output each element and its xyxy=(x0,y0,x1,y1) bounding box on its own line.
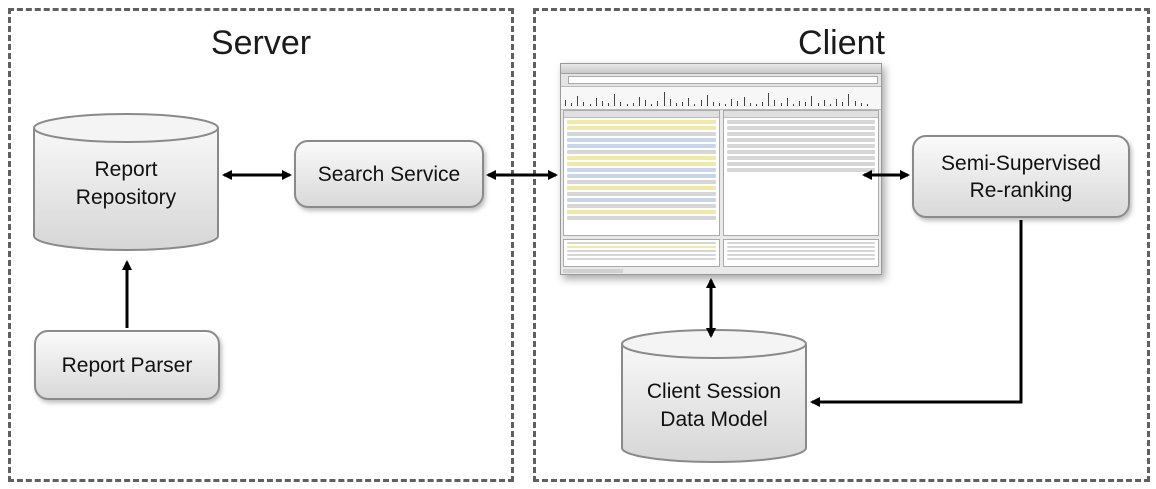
timeline-bar xyxy=(589,104,591,106)
timeline-bar xyxy=(866,104,868,106)
timeline-bar xyxy=(817,103,819,106)
timeline-bar xyxy=(669,99,671,106)
search-results-pane xyxy=(563,110,720,236)
timeline-bar xyxy=(688,98,690,106)
timeline-bar xyxy=(638,97,640,106)
cylinder-shape xyxy=(621,329,807,463)
report-parser-box: Report Parser xyxy=(34,330,220,400)
timeline-bar xyxy=(860,103,862,106)
status-bar xyxy=(563,269,623,273)
timeline-bar xyxy=(632,103,634,106)
cylinder-shape xyxy=(33,113,219,251)
timeline-bar xyxy=(743,97,745,106)
search-service-label: Search Service xyxy=(317,162,461,186)
timeline-bar xyxy=(571,103,573,106)
timeline-bar xyxy=(774,100,776,106)
search-service-box: Search Service xyxy=(294,140,484,208)
timeline-bar xyxy=(601,101,603,106)
timeline-bar xyxy=(755,104,757,106)
semi-supervised-reranking-box: Semi-Supervised Re-ranking xyxy=(912,135,1130,218)
timeline-bar xyxy=(749,103,751,106)
timeline-bar xyxy=(768,93,770,106)
timeline-bar xyxy=(854,101,856,106)
timeline-bar xyxy=(706,95,708,106)
timeline-bar xyxy=(626,104,628,106)
timeline-bar xyxy=(786,98,788,106)
timeline-bar xyxy=(848,94,850,106)
client-session-data-model-cylinder: Client Session Data Model xyxy=(620,328,808,466)
application-window-screenshot xyxy=(560,63,882,275)
timeline-bar xyxy=(657,101,659,106)
timeline-bar xyxy=(583,102,585,106)
timeline-bar xyxy=(799,101,801,106)
server-region xyxy=(8,8,514,482)
timeline-bar xyxy=(805,102,807,106)
client-session-data-model-label: Client Session Data Model xyxy=(646,380,782,431)
timeline-bar xyxy=(725,104,727,106)
term-lists xyxy=(563,239,879,267)
report-parser-label: Report Parser xyxy=(61,353,193,377)
results-panes xyxy=(563,110,879,236)
search-field-thumbnail xyxy=(568,76,878,84)
semi-supervised-reranking-label: Semi-Supervised Re-ranking xyxy=(941,151,1101,202)
timeline-bar xyxy=(682,102,684,106)
timeline-bar xyxy=(645,100,647,106)
timeline-bar xyxy=(719,103,720,106)
window-titlebar xyxy=(561,64,881,74)
timeline-bar xyxy=(595,98,597,106)
timeline-bar xyxy=(675,103,677,106)
timeline-bar xyxy=(651,104,653,106)
timeline-bar xyxy=(836,99,838,106)
client-title: Client xyxy=(798,24,885,62)
timeline-bar xyxy=(792,104,794,106)
timeline-bar xyxy=(620,102,622,106)
timeline-bar xyxy=(565,100,566,106)
timeline-bar xyxy=(663,92,665,106)
timeline-bar xyxy=(829,104,831,106)
timeline-bar xyxy=(780,103,782,106)
timeline-histogram xyxy=(561,87,881,110)
timeline-bar xyxy=(608,103,610,106)
timeline-bar xyxy=(694,104,696,106)
timeline-bar xyxy=(614,94,616,106)
timeline-bar xyxy=(577,96,579,106)
timeline-bar xyxy=(731,99,733,106)
window-toolbar xyxy=(561,74,881,87)
client-region xyxy=(533,8,1150,482)
timeline-bar xyxy=(737,101,739,106)
timeline-bar xyxy=(762,102,764,106)
arrow-reranking-datamodel xyxy=(810,220,1023,407)
timeline-bar xyxy=(842,102,844,106)
timeline-bar xyxy=(712,102,714,106)
timeline-bar xyxy=(811,96,813,106)
timeline-bar xyxy=(700,100,702,106)
report-repository-cylinder: Report Repository xyxy=(32,112,220,254)
timeline-bar xyxy=(823,100,825,106)
report-repository-label: Report Repository xyxy=(75,158,177,209)
sandbox-pane xyxy=(722,110,879,236)
server-title: Server xyxy=(210,24,312,62)
